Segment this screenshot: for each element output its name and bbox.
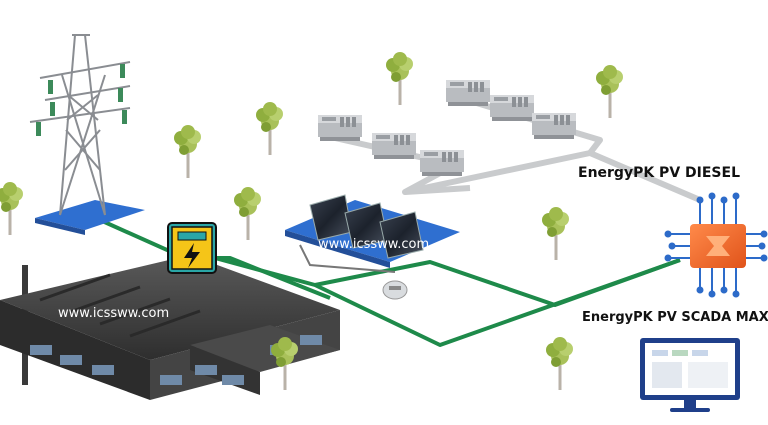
factory-watermark: www.icssww.com <box>58 306 170 321</box>
diesel-system-label: EnergyPK PV DIESEL <box>578 165 740 181</box>
monitor-icon <box>640 338 740 412</box>
solar-watermark: www.icssww.com <box>318 237 430 252</box>
transmission-tower-icon <box>29 34 145 235</box>
electric-meter-icon <box>167 222 217 274</box>
factory-icon <box>0 255 340 400</box>
scada-system-label: EnergyPK PV SCADA MAX <box>582 310 768 325</box>
controller-chip-icon <box>664 192 768 298</box>
solar-panel-icon <box>285 194 460 300</box>
